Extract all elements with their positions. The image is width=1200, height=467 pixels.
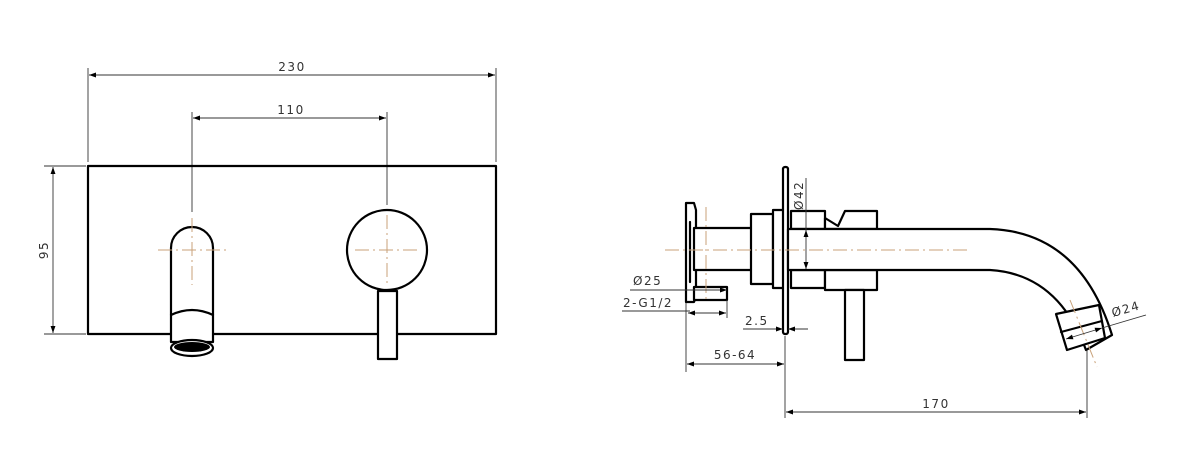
leader-line — [1101, 314, 1147, 329]
dimension-label-overall-width: 230 — [278, 60, 305, 74]
mixer-lever-side — [843, 288, 866, 362]
body-collar — [749, 212, 775, 286]
dimension-label-center-spacing: 110 — [277, 103, 304, 117]
dimension-label-spout-projection: 170 — [922, 397, 949, 411]
dimension-line-outlet-diameter — [1065, 327, 1103, 340]
handle-body-top — [823, 209, 879, 231]
handle-body-bottom — [823, 268, 879, 292]
thread-connector — [692, 285, 729, 302]
side-view: Ø42 Ø25 2-G1/2 2.5 56-64 170 Ø24 — [622, 165, 1147, 418]
spout-ring — [169, 308, 215, 317]
dimension-label-outlet-diameter: Ø24 — [1110, 298, 1142, 320]
back-plate — [86, 164, 498, 336]
flange-lower — [789, 268, 827, 290]
mixer-lever — [376, 289, 399, 361]
flange-upper — [789, 209, 827, 231]
dimension-label-wall-depth: 56-64 — [714, 348, 756, 362]
front-view: 230 110 95 — [37, 60, 498, 361]
dimension-label-inlet-diameter: Ø25 — [633, 274, 662, 288]
dimension-label-flange-diameter: Ø42 — [792, 181, 806, 210]
spout-side — [786, 227, 1114, 352]
dimension-label-plate-height: 95 — [37, 241, 51, 259]
dimension-label-thread: 2-G1/2 — [623, 296, 673, 310]
dimension-label-plate-thickness: 2.5 — [745, 314, 769, 328]
spout-outlet-opening — [174, 342, 210, 352]
